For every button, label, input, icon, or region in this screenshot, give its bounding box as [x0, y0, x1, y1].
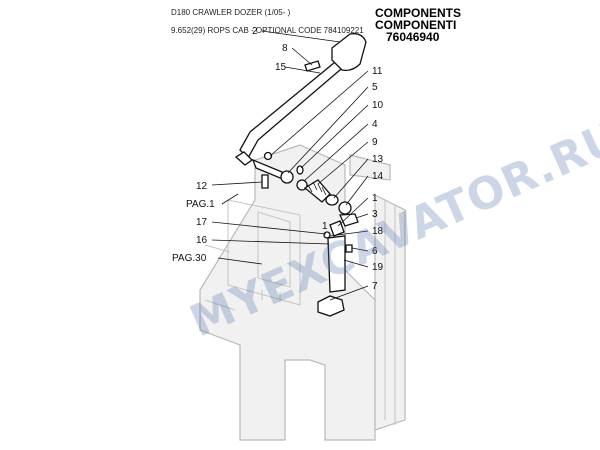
rops-frame-ghost	[199, 144, 406, 441]
callout-14: 14	[372, 171, 384, 182]
lever-assembly	[234, 33, 367, 317]
callout-4: 4	[372, 119, 378, 130]
callout-7: 7	[372, 281, 378, 292]
callout-1a: 1	[372, 193, 378, 204]
leader-lines	[211, 30, 369, 301]
components-code: 76046940	[386, 30, 440, 44]
washer-4	[296, 179, 308, 191]
lever-arm	[239, 57, 348, 160]
callout-15: 15	[275, 62, 287, 73]
washer-13	[325, 194, 339, 206]
callout-5: 5	[372, 82, 378, 93]
callout-pag30: PAG.30	[172, 253, 207, 264]
bushing-5	[280, 170, 294, 184]
callout-6: 6	[372, 246, 378, 257]
callout-18: 18	[372, 226, 384, 237]
clip-14	[338, 201, 352, 215]
callout-8: 8	[282, 43, 288, 54]
callout-19: 19	[372, 262, 384, 273]
components-label-it: COMPONENTI	[375, 18, 457, 32]
washer-11	[263, 151, 273, 161]
pin-8	[304, 60, 321, 72]
screw-6	[345, 244, 353, 253]
block-1	[329, 220, 345, 237]
callout-11: 11	[372, 66, 383, 77]
callout-3: 3	[372, 209, 378, 220]
model-title: D180 CRAWLER DOZER (1/05- )	[171, 8, 291, 17]
lever-knob	[331, 33, 367, 72]
plate-19	[327, 235, 346, 293]
callout-pag1: PAG.1	[186, 199, 215, 210]
callout-1b: 1	[322, 221, 328, 232]
screw-12	[261, 174, 269, 189]
callout-17: 17	[196, 217, 208, 228]
section-title: 9.652(29) ROPS CAB - OPTIONAL CODE 78410…	[171, 26, 364, 35]
callout-10: 10	[372, 100, 384, 111]
callout-12: 12	[196, 181, 208, 192]
callout-labels: 2 8 15 11 5 10 4 9 13 14 12 PAG.1 1 3 17…	[172, 26, 384, 292]
components-label-en: COMPONENTS	[375, 6, 462, 20]
callout-16: 16	[196, 235, 208, 246]
pin-18	[323, 231, 331, 239]
lever-base	[234, 151, 254, 166]
callout-13: 13	[372, 154, 384, 165]
callout-9: 9	[372, 137, 378, 148]
base-7	[317, 295, 345, 317]
callout-2: 2	[252, 26, 258, 37]
